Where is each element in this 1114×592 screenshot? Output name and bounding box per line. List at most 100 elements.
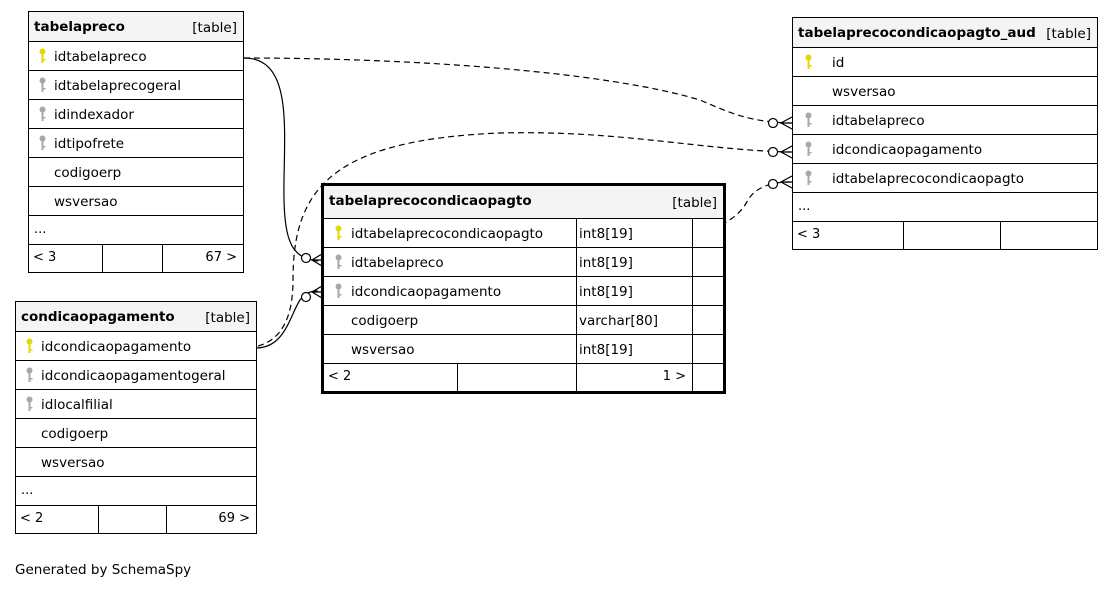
column-name: idcondicaopagamento: [41, 339, 192, 355]
column-row[interactable]: wsversao: [793, 77, 1097, 106]
column-name: idtabelapreco: [832, 113, 925, 129]
index-key-icon: [39, 135, 46, 151]
table-header: tabelapreco [table]: [29, 12, 243, 42]
column-name: idcondicaopagamentogeral: [41, 368, 226, 384]
index-key-icon: [39, 77, 46, 93]
index-key-icon: [805, 141, 812, 157]
table-name: condicaopagamento: [21, 309, 175, 325]
primary-key-icon: [335, 225, 342, 241]
index-key-icon: [335, 254, 342, 270]
column-list: id wsversao idtabelapreco idcondicaopagamen…: [793, 48, 1097, 193]
index-key-icon: [39, 106, 46, 122]
footer-filler: [692, 364, 723, 391]
table-type-tag: [table]: [192, 20, 237, 36]
column-type: varchar[80]: [579, 313, 659, 329]
column-row[interactable]: idcondicaopagamentogeral: [16, 361, 256, 390]
column-name: wsversao: [351, 342, 415, 358]
footer-spacer: [903, 222, 1000, 249]
column-name: wsversao: [832, 84, 896, 100]
column-row[interactable]: idtipofrete: [29, 129, 243, 158]
column-type: int8[19]: [579, 284, 633, 300]
primary-key-icon: [805, 54, 812, 70]
children-count[interactable]: 67 >: [162, 245, 243, 272]
column-name: idtipofrete: [54, 136, 125, 152]
column-filler: [692, 335, 723, 363]
column-filler: [692, 306, 723, 334]
table-condicaopagamento[interactable]: condicaopagamento [table] idcondicaopaga…: [15, 301, 257, 534]
marker-aud-idtabelapreco: [767, 116, 793, 130]
column-row[interactable]: idcondicaopagamento int8[19]: [324, 277, 723, 306]
edge-tabelapreco-to-aud: [243, 57, 791, 124]
table-footer: < 2 69 >: [16, 506, 256, 533]
primary-key-icon: [39, 48, 46, 64]
children-count[interactable]: 69 >: [166, 506, 256, 533]
table-name: tabelapreco: [34, 19, 125, 35]
column-list: idcondicaopagamento idcondicaopagamentoge…: [16, 332, 256, 477]
column-row[interactable]: idtabelaprecocondicaopagto: [793, 164, 1097, 193]
column-type: int8[19]: [579, 226, 633, 242]
more-columns: ...: [793, 193, 1097, 222]
table-tabelaprecocondicaopagto[interactable]: tabelaprecocondicaopagto [table] idtabel…: [321, 183, 726, 394]
column-row[interactable]: codigoerp: [29, 158, 243, 187]
column-row[interactable]: idtabelaprecogeral: [29, 71, 243, 100]
credit-text: Generated by SchemaSpy: [15, 562, 192, 578]
table-name: tabelaprecocondicaopagto: [329, 193, 532, 209]
footer-spacer: [102, 245, 162, 272]
column-name: codigoerp: [351, 313, 419, 329]
parents-count[interactable]: < 3: [33, 250, 57, 265]
column-name: idtabelapreco: [351, 255, 444, 271]
column-row[interactable]: wsversao: [16, 448, 256, 477]
column-name: idindexador: [54, 107, 134, 123]
index-key-icon: [26, 367, 33, 383]
column-row[interactable]: wsversao: [29, 187, 243, 216]
column-row[interactable]: idcondicaopagamento: [793, 135, 1097, 164]
column-row[interactable]: codigoerp: [16, 419, 256, 448]
children-count[interactable]: 1 >: [576, 364, 692, 391]
column-row[interactable]: codigoerp varchar[80]: [324, 306, 723, 335]
table-name: tabelaprecocondicaopagto_aud: [798, 25, 1036, 41]
parents-count[interactable]: < 2: [20, 511, 44, 526]
column-name: wsversao: [41, 455, 105, 471]
column-name: idlocalfilial: [41, 397, 113, 413]
column-row[interactable]: idtabelapreco: [793, 106, 1097, 135]
parents-count[interactable]: < 3: [797, 227, 821, 242]
column-row[interactable]: idtabelapreco: [29, 42, 243, 71]
index-key-icon: [805, 112, 812, 128]
more-columns: ...: [16, 477, 256, 506]
column-list: idtabelapreco idtabelaprecogeral idindexad…: [29, 42, 243, 216]
column-filler: [692, 248, 723, 276]
children-count[interactable]: [1000, 222, 1097, 249]
column-filler: [692, 219, 723, 247]
column-name: wsversao: [54, 194, 118, 210]
marker-aud-idcondicaopagamento: [767, 145, 793, 159]
table-header: condicaopagamento [table]: [16, 302, 256, 332]
column-row[interactable]: idindexador: [29, 100, 243, 129]
column-filler: [692, 277, 723, 305]
column-type: int8[19]: [579, 255, 633, 271]
parents-count[interactable]: < 2: [328, 369, 352, 384]
marker-child-idcondicaopagamento: [300, 285, 323, 303]
index-key-icon: [26, 396, 33, 412]
column-name: idcondicaopagamento: [351, 284, 502, 300]
column-row[interactable]: idtabelapreco int8[19]: [324, 248, 723, 277]
column-name: codigoerp: [54, 165, 122, 181]
table-footer: < 3: [793, 222, 1097, 249]
index-key-icon: [805, 170, 812, 186]
column-name: id: [832, 55, 845, 71]
footer-spacer: [98, 506, 166, 533]
table-type-tag: [table]: [205, 310, 250, 326]
column-row[interactable]: id: [793, 48, 1097, 77]
column-row[interactable]: idcondicaopagamento: [16, 332, 256, 361]
column-name: idcondicaopagamento: [832, 142, 983, 158]
table-header: tabelaprecocondicaopagto [table]: [324, 186, 723, 219]
marker-aud-idtabelaprecocondicaopagto: [767, 175, 793, 190]
column-name: codigoerp: [41, 426, 109, 442]
column-name: idtabelaprecogeral: [54, 78, 182, 94]
edge-condicaopagamento-to-child: [255, 290, 319, 349]
column-row[interactable]: idlocalfilial: [16, 390, 256, 419]
